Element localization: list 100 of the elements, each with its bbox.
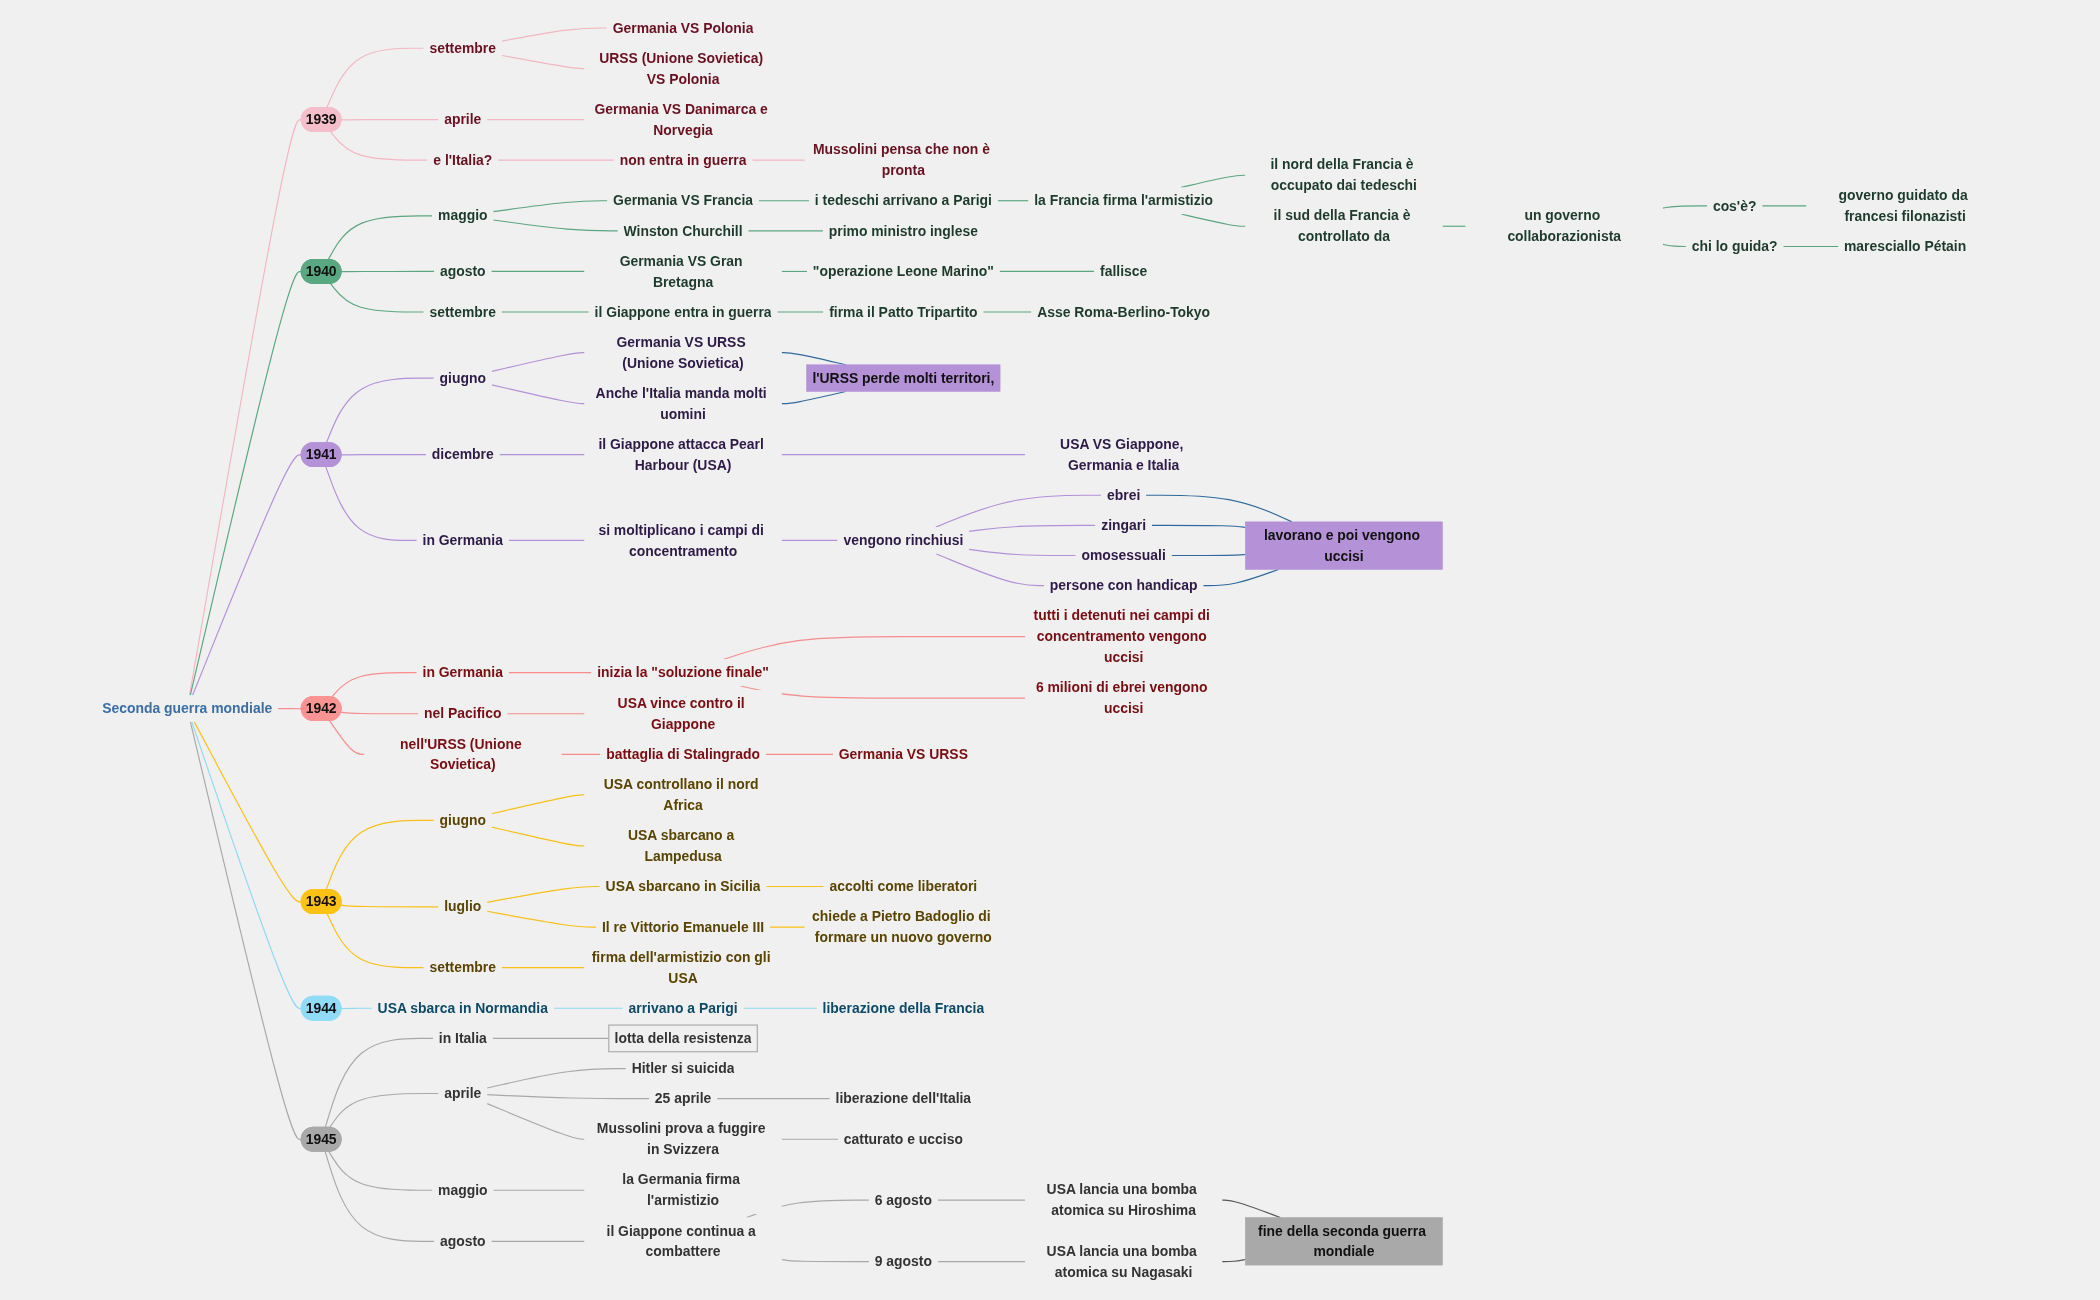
connector — [999, 270, 1095, 273]
connector — [492, 219, 619, 232]
node-text: luglio — [444, 898, 482, 915]
node-text: Germania VS URSS — [838, 746, 968, 762]
node-text: liberazione dell'Italia — [835, 1090, 972, 1107]
connector — [758, 200, 810, 202]
node-text: maresciallo Pétain — [1843, 238, 1967, 255]
connector — [751, 159, 806, 161]
connector — [968, 524, 1096, 533]
connector — [781, 539, 839, 541]
node-text: il Giappone attacca Pearl Harbour (USA) — [598, 436, 764, 473]
node-text: in Germania — [422, 532, 503, 548]
connector — [742, 1007, 818, 1009]
node-text: aprile — [444, 1085, 482, 1102]
node-text: USA lancia una bomba atomica su Nagasaki — [1046, 1243, 1197, 1280]
connector — [491, 794, 586, 815]
node-text: settembre — [429, 303, 497, 320]
connector — [769, 926, 806, 928]
node-text: USA lancia una bomba atomica su Hiroshima — [1046, 1181, 1197, 1219]
node-text: agosto — [439, 1233, 486, 1249]
node-box: fine della seconda guerra mondiale — [1245, 1217, 1443, 1266]
node-text: aprile — [444, 111, 482, 128]
node-text: Hitler si suicida — [631, 1060, 735, 1077]
connector — [723, 636, 1026, 660]
node-text: USA sbarcano in Sicilia — [605, 878, 761, 895]
node-text: la Germania firma l'armistizio — [622, 1171, 740, 1209]
connector — [1145, 494, 1293, 523]
node-text: nell'URSS (Unione Sovietica) — [400, 735, 522, 773]
connector — [486, 910, 597, 928]
node-text: primo ministro inglese — [828, 222, 978, 239]
connector — [765, 753, 834, 755]
node-text: in Germania — [422, 664, 503, 681]
connector — [501, 311, 590, 313]
connector — [340, 711, 419, 715]
connector — [781, 1258, 870, 1263]
node-text: arrivano a Parigi — [628, 1000, 738, 1016]
connector — [1171, 553, 1246, 557]
connector — [1221, 1258, 1246, 1263]
connector — [490, 1240, 586, 1242]
connector — [486, 1103, 586, 1140]
node-text: Germania VS Polonia — [612, 19, 754, 36]
node-text: firma dell'armistizio con gli USA — [591, 949, 771, 986]
node-text: Germania VS Danimarca e Norvegia — [594, 101, 768, 138]
connector — [781, 454, 1026, 456]
connector — [508, 539, 586, 541]
connector — [997, 200, 1029, 202]
connector — [326, 47, 425, 109]
connector — [486, 119, 586, 121]
connector — [501, 54, 586, 70]
connector — [324, 1150, 435, 1242]
node-text: tutti i detenuti nei campi di concentramento vengono uccisi — [1033, 607, 1210, 666]
connector — [553, 1007, 624, 1009]
node-box: lavorano e poi vengono uccisi — [1245, 521, 1443, 570]
node-text: liberazione della Francia — [822, 1000, 985, 1016]
node-text: agosto — [439, 263, 486, 279]
node-text: settembre — [429, 40, 497, 56]
connector — [935, 494, 1102, 528]
connector — [982, 311, 1032, 313]
node-text: USA VS Giappone, Germania e Italia — [1060, 436, 1184, 473]
node-text: ebrei — [1107, 487, 1141, 503]
node-text: la Francia firma l'armistizio — [1034, 192, 1214, 209]
node-text: 6 milioni di ebrei vengono uccisi — [1035, 679, 1208, 717]
node-text: Il re Vittorio Emanuele III — [602, 918, 765, 935]
node-text: omosessuali — [1081, 547, 1166, 564]
connector — [1662, 205, 1708, 209]
node-text: non entra in guerra — [619, 152, 747, 168]
node-text: fallisce — [1100, 263, 1148, 279]
connector — [324, 1037, 434, 1129]
node-text: i tedeschi arrivano a Parigi — [814, 192, 992, 209]
node-text: Asse Roma-Berlino-Tokyo — [1037, 303, 1211, 320]
node-text: 6 agosto — [874, 1192, 932, 1208]
connector — [498, 454, 586, 456]
connector — [497, 159, 615, 161]
connector — [968, 548, 1077, 557]
connector — [781, 1138, 839, 1140]
node-text: chi lo guida? — [1691, 238, 1778, 255]
connector — [1151, 524, 1246, 529]
node-text: Mussolini pensa che non è pronta — [812, 141, 990, 179]
node-text: URSS (Unione Sovietica) VS Polonia — [599, 50, 764, 87]
connector — [716, 1098, 831, 1100]
node-text: Seconda guerra mondiale — [102, 700, 273, 717]
connector — [1180, 174, 1246, 188]
connector — [560, 753, 601, 755]
node-text: USA sbarca in Normandia — [377, 1000, 548, 1016]
node-text: Winston Churchill — [623, 222, 743, 239]
node-text: si moltiplicano i campi di concentramento — [598, 521, 764, 559]
node-text: il nord della Francia è occupato dai tedeschi — [1270, 156, 1417, 194]
connector — [1180, 213, 1246, 227]
connector — [330, 283, 425, 313]
node-text: maggio — [438, 207, 488, 224]
node-text: maggio — [438, 1182, 488, 1198]
connector — [340, 454, 427, 456]
node-text: 9 agosto — [874, 1253, 932, 1270]
connector — [1761, 205, 1808, 207]
node-text: il Giappone entra in guerra — [594, 303, 772, 320]
connector — [935, 553, 1045, 587]
connector — [506, 713, 586, 715]
connector — [340, 1007, 373, 1010]
connector — [781, 270, 808, 273]
node-text: un governo collaborazionista — [1507, 207, 1622, 245]
